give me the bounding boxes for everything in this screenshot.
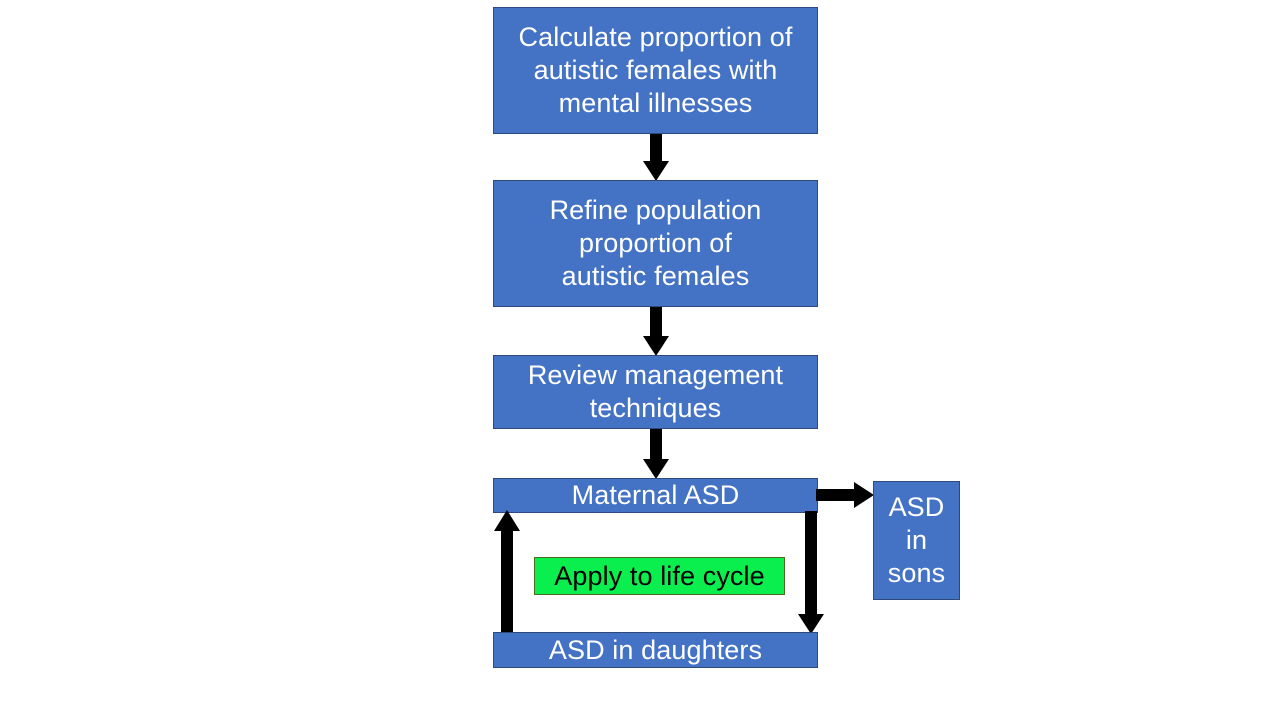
node-apply-to-life-cycle[interactable]: Apply to life cycle bbox=[534, 557, 785, 595]
arrow-review-to-maternal bbox=[643, 429, 669, 479]
arrow-maternal-to-sons bbox=[816, 482, 874, 508]
arrow-maternal-to-daughters bbox=[798, 511, 824, 634]
arrow-daughters-to-maternal bbox=[494, 510, 520, 634]
arrow-refine-to-review bbox=[643, 307, 669, 356]
node-maternal-asd[interactable]: Maternal ASD bbox=[493, 478, 818, 513]
node-asd-in-sons[interactable]: ASD in sons bbox=[873, 481, 960, 600]
arrow-calculate-to-refine bbox=[643, 134, 669, 181]
node-review-management[interactable]: Review management techniques bbox=[493, 355, 818, 429]
node-refine-population[interactable]: Refine population proportion of autistic… bbox=[493, 180, 818, 307]
node-asd-in-daughters[interactable]: ASD in daughters bbox=[493, 632, 818, 668]
node-calculate-proportion[interactable]: Calculate proportion of autistic females… bbox=[493, 7, 818, 134]
